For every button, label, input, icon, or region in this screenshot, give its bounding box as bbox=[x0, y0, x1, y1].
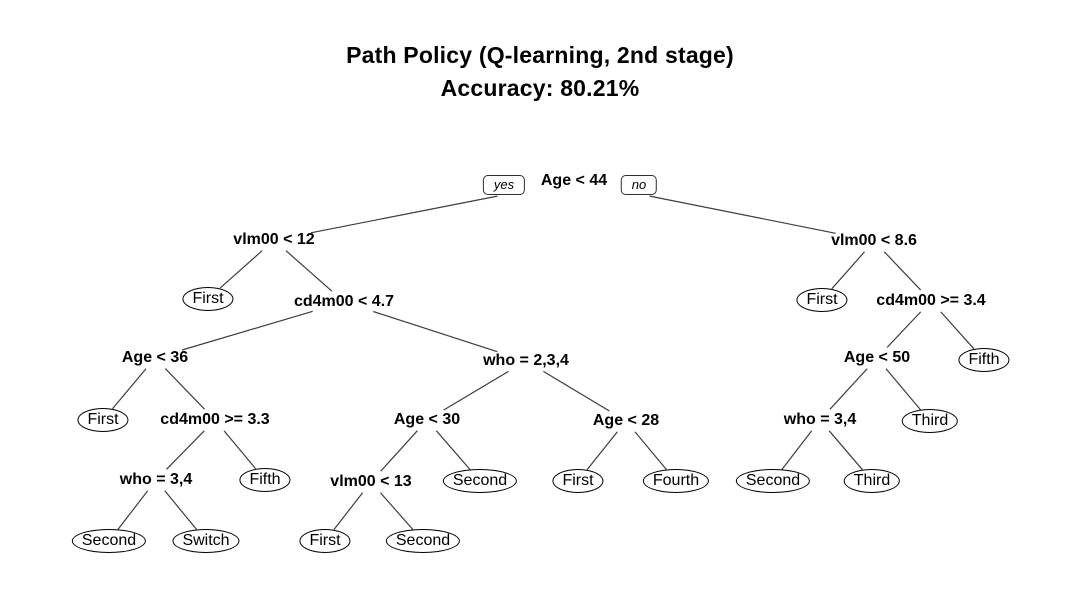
decision-node-vlm13: vlm00 < 13 bbox=[330, 473, 412, 490]
tree-edge-age36-first-l2 bbox=[112, 368, 147, 410]
tree-edge-age50-third-r1 bbox=[885, 368, 921, 411]
chart-title-line1: Path Policy (Q-learning, 2nd stage) bbox=[346, 42, 734, 68]
tree-edge-age30-vlm13 bbox=[380, 430, 418, 472]
tree-edge-vlm12-cd47 bbox=[285, 250, 333, 292]
leaf-node-second-b2: Second bbox=[385, 529, 461, 553]
decision-node-age28: Age < 28 bbox=[592, 412, 660, 429]
tree-edge-cd33-who34-l bbox=[166, 430, 205, 470]
decision-node-cd33: cd4m00 >= 3.3 bbox=[160, 411, 270, 428]
tree-edge-vlm86-cd34 bbox=[883, 251, 922, 291]
tree-edge-cd47-age36 bbox=[181, 310, 313, 351]
tree-edge-vlm86-first-r bbox=[831, 251, 865, 290]
tree-edge-age30-second-m bbox=[435, 430, 471, 470]
tree-edge-age50-who34-r bbox=[829, 368, 868, 410]
leaf-node-second-r: Second bbox=[735, 469, 811, 493]
tree-edge-age28-first-m bbox=[586, 431, 618, 470]
tree-edge-who234-age30 bbox=[443, 370, 509, 411]
leaf-node-first-l1: First bbox=[182, 287, 234, 311]
tree-edge-who234-age28 bbox=[543, 370, 610, 412]
tree-edge-age36-cd33 bbox=[164, 368, 205, 410]
decision-node-vlm86: vlm00 < 8.6 bbox=[831, 232, 917, 249]
leaf-node-third-r1: Third bbox=[901, 409, 959, 433]
tree-edge-root-vlm86 bbox=[649, 195, 836, 234]
leaf-node-third-r2: Third bbox=[843, 469, 901, 493]
leaf-node-first-r: First bbox=[796, 288, 848, 312]
tree-edge-vlm13-second-b2 bbox=[380, 492, 414, 530]
chart-title-line2: Accuracy: 80.21% bbox=[440, 75, 640, 101]
decision-node-who234: who = 2,3,4 bbox=[483, 352, 569, 369]
decision-node-vlm12: vlm00 < 12 bbox=[233, 231, 315, 248]
tree-edge-who34-l-second-b1 bbox=[117, 490, 149, 530]
decision-node-age30: Age < 30 bbox=[393, 411, 461, 428]
tree-edge-who34-r-third-r2 bbox=[828, 430, 863, 471]
decision-node-cd47: cd4m00 < 4.7 bbox=[293, 293, 395, 310]
tree-edge-root-vlm12 bbox=[310, 195, 498, 234]
leaf-node-switch-b: Switch bbox=[172, 529, 240, 553]
chart-title: Path Policy (Q-learning, 2nd stage) Accu… bbox=[0, 39, 1080, 105]
leaf-node-first-m: First bbox=[552, 469, 604, 493]
tree-edge-vlm12-first-l1 bbox=[219, 250, 263, 289]
leaf-node-fourth-m: Fourth bbox=[642, 469, 710, 493]
decision-node-who34-r: who = 3,4 bbox=[783, 411, 857, 428]
leaf-node-first-l2: First bbox=[77, 408, 129, 432]
branch-tag-no: no bbox=[620, 175, 658, 195]
decision-node-who34-l: who = 3,4 bbox=[119, 471, 193, 488]
tree-edge-who34-r-second-r bbox=[781, 430, 813, 470]
leaf-node-first-b: First bbox=[299, 529, 351, 553]
leaf-node-second-b1: Second bbox=[71, 529, 147, 553]
tree-edge-age28-fourth-m bbox=[634, 431, 667, 470]
tree-edge-who34-l-switch-b bbox=[164, 490, 198, 530]
tree-edge-vlm13-first-b bbox=[333, 492, 364, 530]
tree-edge-cd47-who234 bbox=[373, 310, 498, 353]
branch-tag-yes: yes bbox=[482, 175, 526, 195]
leaf-node-fifth-r: Fifth bbox=[958, 348, 1010, 372]
decision-node-cd34: cd4m00 >= 3.4 bbox=[876, 292, 986, 309]
tree-edge-cd34-fifth-r bbox=[940, 311, 975, 350]
tree-edge-cd34-age50 bbox=[886, 311, 922, 348]
decision-node-age50: Age < 50 bbox=[843, 349, 911, 366]
tree-edge-cd33-fifth-l bbox=[223, 430, 257, 470]
leaf-node-second-m: Second bbox=[442, 469, 518, 493]
decision-node-age36: Age < 36 bbox=[121, 349, 189, 366]
leaf-node-fifth-l: Fifth bbox=[239, 468, 291, 492]
decision-node-root: Age < 44 bbox=[540, 172, 608, 189]
